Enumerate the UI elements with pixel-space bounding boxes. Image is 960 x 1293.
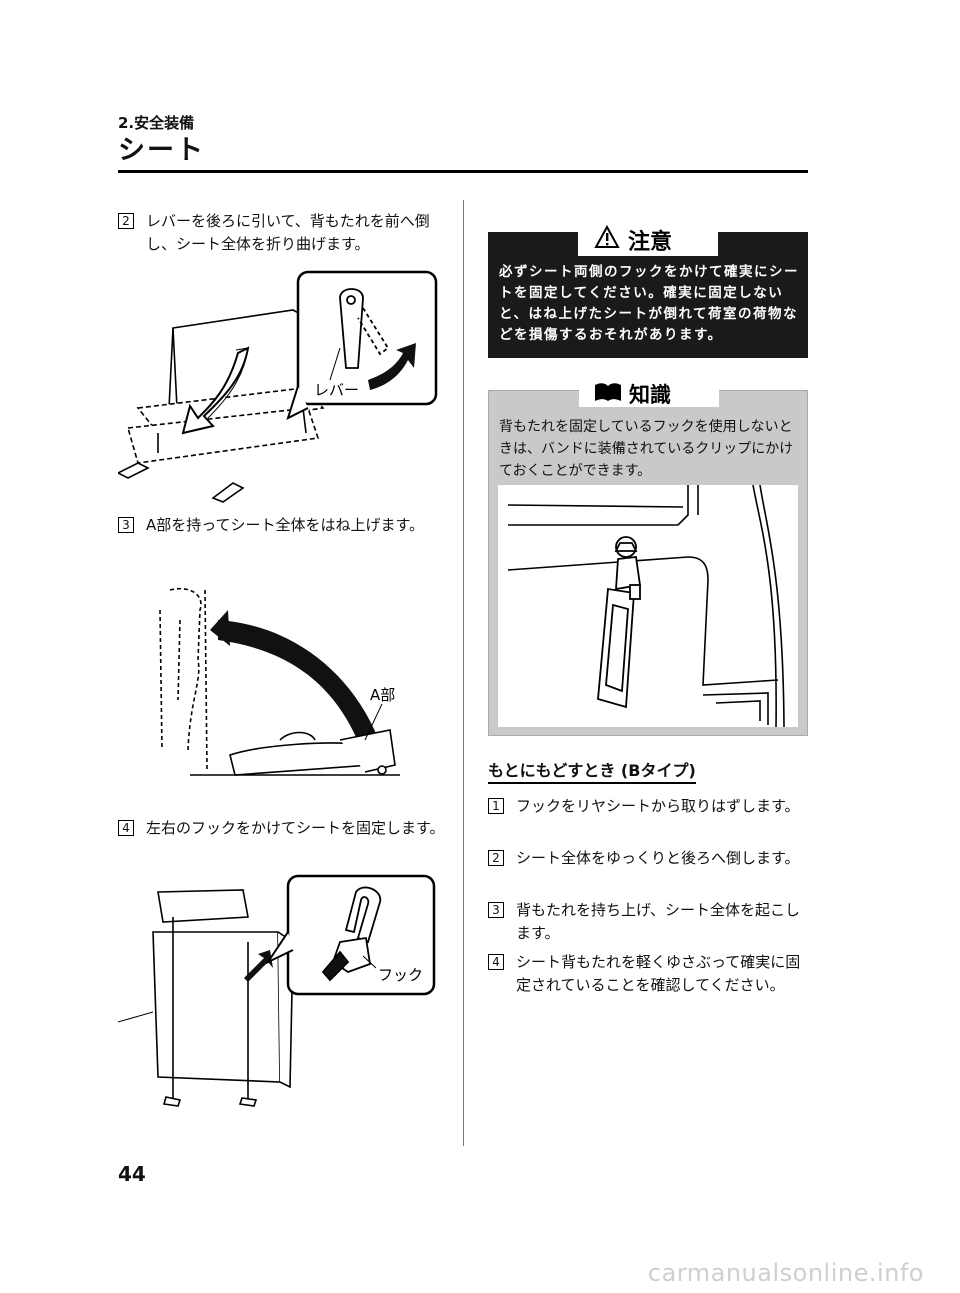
column-divider bbox=[463, 200, 464, 1146]
step-number: 2 bbox=[488, 850, 504, 866]
figure-seat-flip: A部 bbox=[159, 588, 400, 776]
step-text: シート全体をゆっくりと後ろへ倒します。 bbox=[516, 849, 800, 867]
caution-header: 注意 bbox=[488, 220, 808, 256]
step-number: 3 bbox=[488, 902, 504, 918]
caution-title: 注意 bbox=[578, 220, 718, 256]
page-number: 44 bbox=[118, 1162, 146, 1186]
hook-label: フック bbox=[378, 966, 423, 984]
step-number: 2 bbox=[118, 213, 134, 229]
caution-title-text: 注意 bbox=[628, 230, 673, 255]
step-text: 背もたれを持ち上げ、シート全体を起こします。 bbox=[516, 901, 800, 942]
figure-seat-fold: レバー bbox=[118, 270, 438, 503]
lever-label: レバー bbox=[314, 381, 359, 399]
figure-clip bbox=[498, 485, 798, 727]
step-text: A部を持ってシート全体をはね上げます。 bbox=[146, 516, 425, 534]
step-text: レバーを後ろに引いて、背もたれを前へ倒し、シート全体を折り曲げます。 bbox=[146, 212, 430, 253]
step-number: 3 bbox=[118, 517, 134, 533]
info-text: 背もたれを固定しているフックを使用しないときは、バンドに装備されているクリップに… bbox=[499, 419, 794, 479]
header-divider bbox=[118, 170, 808, 173]
return-step-3: 3 背もたれを持ち上げ、シート全体を起こします。 bbox=[488, 899, 810, 945]
return-step-1: 1 フックをリヤシートから取りはずします。 bbox=[488, 795, 810, 818]
return-step-4: 4 シート背もたれを軽くゆさぶって確実に固定されていることを確認してください。 bbox=[488, 951, 810, 997]
figure-hook: フック bbox=[118, 874, 436, 1107]
caution-text: 必ずシート両側のフックをかけて確実にシートを固定してください。確実に固定しないと… bbox=[499, 264, 799, 343]
step-text: フックをリヤシートから取りはずします。 bbox=[516, 797, 800, 815]
step-4: 4 左右のフックをかけてシートを固定します。 bbox=[118, 817, 448, 840]
info-title-text: 知識 bbox=[629, 383, 671, 407]
step-number: 4 bbox=[488, 954, 504, 970]
step-number: 1 bbox=[488, 798, 504, 814]
step-number: 4 bbox=[118, 820, 134, 836]
step-text: シート背もたれを軽くゆさぶって確実に固定されていることを確認してください。 bbox=[516, 953, 801, 994]
part-a-label: A部 bbox=[370, 686, 395, 704]
return-step-2: 2 シート全体をゆっくりと後ろへ倒します。 bbox=[488, 847, 810, 870]
section-heading: もとにもどすとき (Bタイプ) bbox=[488, 757, 696, 784]
warning-triangle-icon bbox=[594, 225, 620, 248]
info-box: 知識 背もたれを固定しているフックを使用しないときは、バンドに装備されているクリ… bbox=[488, 379, 808, 736]
step-text: 左右のフックをかけてシートを固定します。 bbox=[146, 819, 445, 837]
info-title: 知識 bbox=[579, 379, 719, 407]
step-3: 3 A部を持ってシート全体をはね上げます。 bbox=[118, 514, 448, 537]
book-icon bbox=[595, 383, 621, 401]
page-title: シート bbox=[118, 135, 205, 166]
step-2: 2 レバーを後ろに引いて、背もたれを前へ倒し、シート全体を折り曲げます。 bbox=[118, 210, 448, 256]
watermark: carmanualsonline.info bbox=[647, 1259, 924, 1287]
chapter-label: 2.安全装備 bbox=[118, 114, 195, 132]
